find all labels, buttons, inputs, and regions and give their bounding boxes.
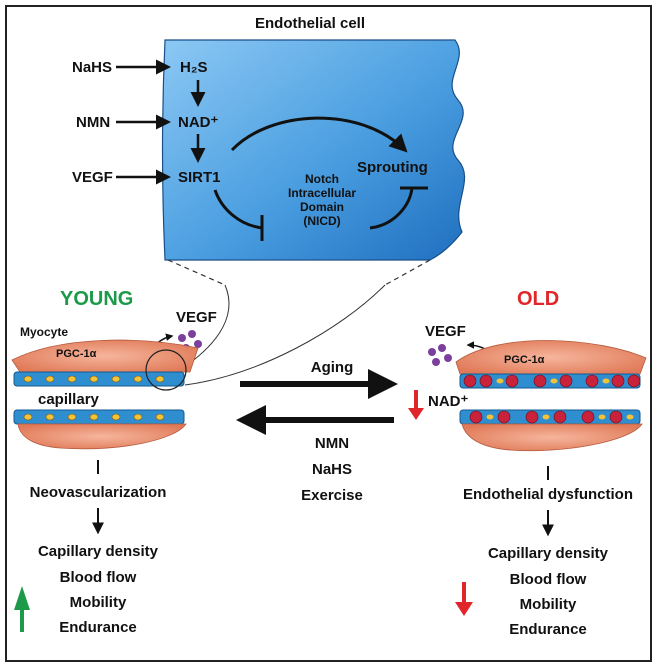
young-capillary-label: capillary — [38, 391, 100, 408]
young-outcome-1: Capillary density — [38, 543, 159, 560]
input-nahs-label: NaHS — [72, 59, 112, 76]
young-myocyte-bottom — [17, 423, 187, 450]
nicd-label-line-3: Domain — [300, 200, 344, 214]
old-capillary-bottom — [459, 409, 641, 425]
old-process-label: Endothelial dysfunction — [463, 486, 633, 503]
old-pgc-label: PGC-1α — [504, 354, 545, 366]
sirt1-inhibits-nicd-line — [213, 189, 263, 230]
young-heading: YOUNG — [60, 288, 133, 310]
old-myocyte-top — [455, 340, 647, 375]
nicd-inhibits-sprouting-line — [369, 187, 414, 230]
young-increase-arrow-icon — [14, 586, 30, 632]
treatment-1-label: NMN — [315, 435, 349, 452]
old-outcome-4: Endurance — [509, 621, 587, 638]
aging-label: Aging — [311, 359, 354, 376]
sprouting-label: Sprouting — [357, 159, 428, 176]
young-capillary-top — [13, 371, 185, 387]
old-outcome-1: Capillary density — [488, 545, 609, 562]
old-vegf-label: VEGF — [425, 323, 466, 340]
input-nmn-label: NMN — [76, 114, 110, 131]
old-capillary-top — [459, 373, 641, 389]
young-pgc-label: PGC-1α — [56, 348, 97, 360]
old-decrease-arrow-icon — [455, 582, 473, 616]
zoom-line-right — [184, 284, 386, 386]
young-capillary-bottom — [13, 409, 185, 425]
endothelial-cell-title: Endothelial cell — [255, 15, 365, 32]
treatment-3-label: Exercise — [301, 487, 363, 504]
young-zoom-circle — [145, 349, 187, 391]
nicd-label-line-2: Intracellular — [288, 186, 356, 200]
young-myocyte-top — [11, 339, 199, 373]
nicd-label-line-4: (NICD) — [303, 214, 340, 228]
input-vegf-label: VEGF — [72, 169, 113, 186]
old-heading: OLD — [517, 288, 559, 310]
sirt1-label: SIRT1 — [178, 169, 221, 186]
young-outcome-3: Mobility — [70, 594, 127, 611]
young-outcome-2: Blood flow — [60, 569, 137, 586]
treatment-2-label: NaHS — [312, 461, 352, 478]
zoom-dash-left — [167, 259, 226, 286]
h2s-label: H₂S — [180, 59, 208, 76]
old-outcome-2: Blood flow — [510, 571, 587, 588]
nicd-label-line-1: Notch — [305, 172, 339, 186]
young-process-label: Neovascularization — [30, 484, 167, 501]
old-nad-label: NAD⁺ — [428, 393, 468, 410]
old-outcome-3: Mobility — [520, 596, 577, 613]
young-vegf-label: VEGF — [176, 309, 217, 326]
old-vegf-dots — [428, 344, 452, 366]
old-myocyte-bottom — [461, 423, 643, 452]
young-myocyte-label: Myocyte — [20, 325, 68, 339]
sirt1-to-sprouting-arrow — [230, 116, 408, 153]
nad-label: NAD⁺ — [178, 114, 218, 131]
old-nad-decrease-icon — [408, 390, 424, 420]
young-outcome-4: Endurance — [59, 619, 137, 636]
